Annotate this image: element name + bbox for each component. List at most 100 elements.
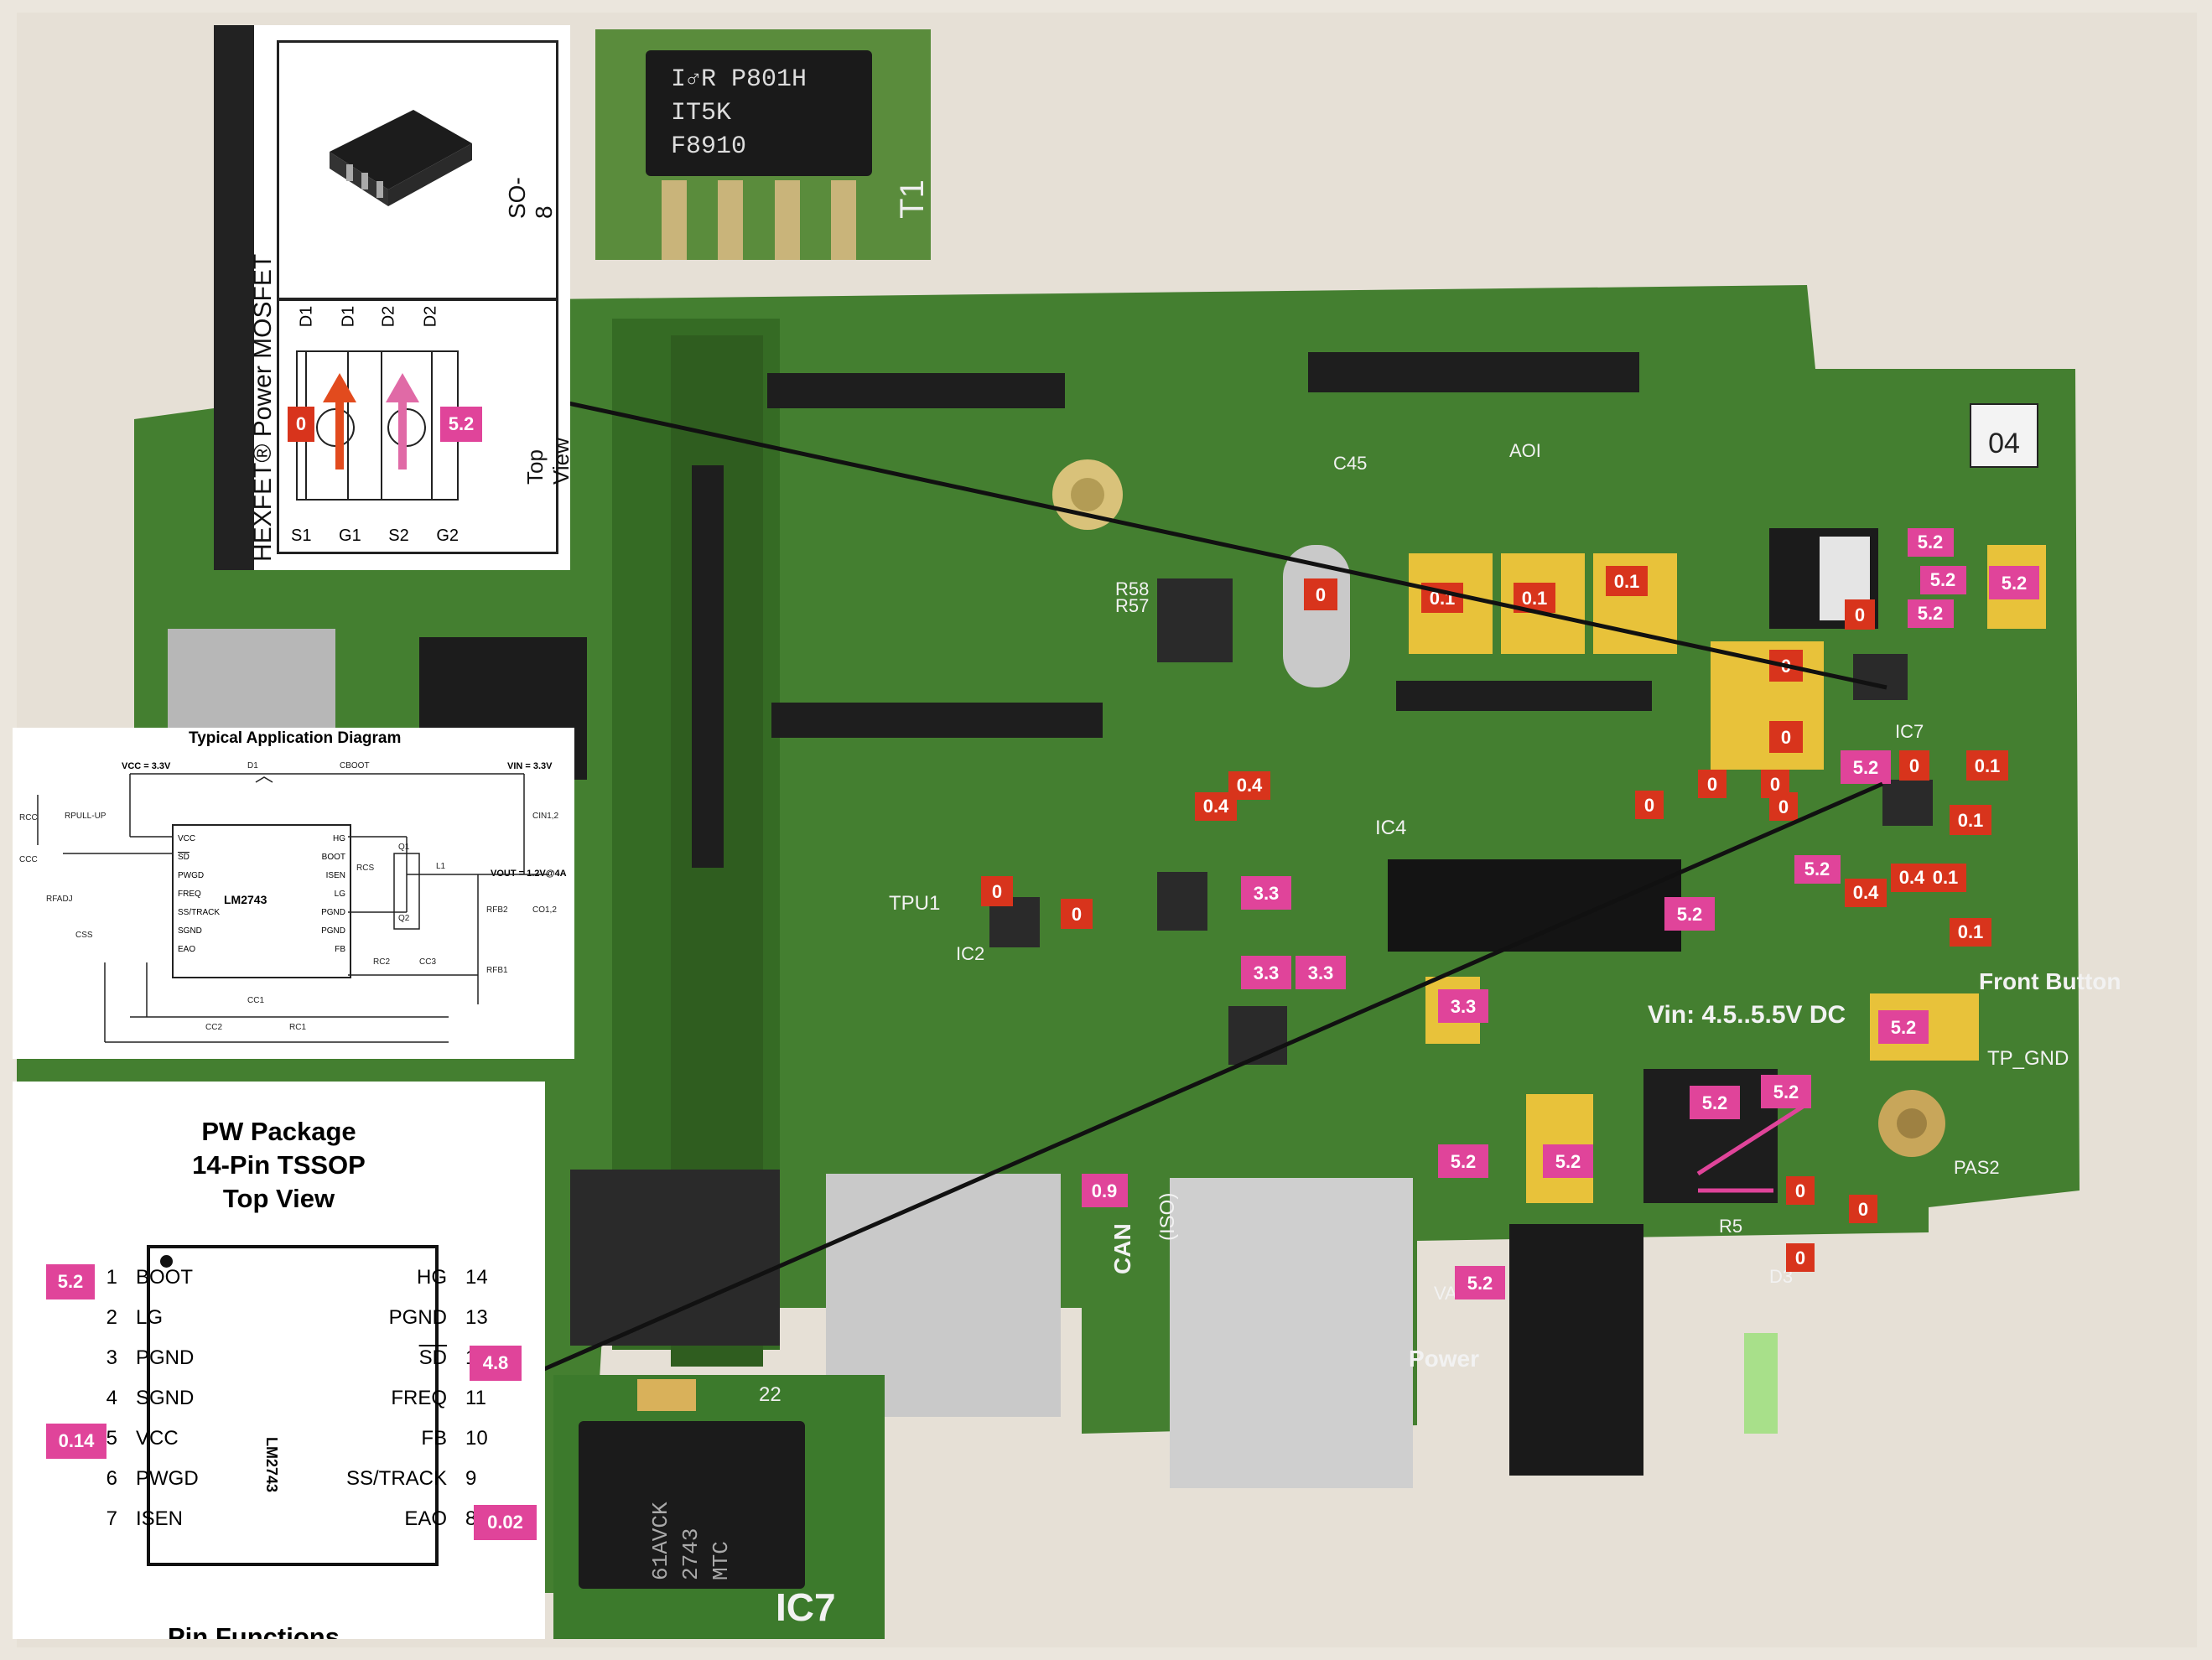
mosfet-schematic — [296, 350, 459, 501]
svg-text:5.2: 5.2 — [1918, 603, 1944, 624]
pin-num-5: 5 — [106, 1427, 117, 1450]
svg-text:0.4: 0.4 — [1899, 867, 1925, 888]
svg-text:3.3: 3.3 — [1308, 962, 1334, 983]
vout-label: VOUT = 1.2V@4A — [491, 869, 567, 879]
svg-text:TP_GND: TP_GND — [1987, 1047, 2069, 1070]
svg-text:C45: C45 — [1333, 453, 1367, 474]
pin-functions-heading: Pin Functions — [168, 1622, 340, 1639]
led-d3 — [1744, 1333, 1778, 1434]
so8-chip-icon — [330, 110, 472, 206]
svg-text:PAS2: PAS2 — [1954, 1157, 2000, 1178]
pin-num-4: 4 — [106, 1387, 117, 1409]
header-top-right — [1308, 352, 1639, 392]
badge-mosfet-left: 0 — [288, 407, 314, 442]
svg-text:RC1: RC1 — [289, 1023, 306, 1032]
svg-text:AOI: AOI — [1509, 440, 1541, 461]
pin-num-2: 2 — [106, 1306, 117, 1329]
svg-text:0.4: 0.4 — [1203, 796, 1229, 817]
svg-text:CAN: CAN — [1109, 1223, 1135, 1274]
svg-text:0.4: 0.4 — [1237, 775, 1263, 796]
svg-text:CC3: CC3 — [419, 957, 436, 967]
pin-label-d1a: D1 — [297, 305, 316, 328]
vin-supply-label: VIN = 3.3V — [507, 761, 553, 771]
svg-text:CSS: CSS — [75, 931, 93, 940]
app-pin-freq: FREQ — [178, 890, 201, 899]
mosfet-brand: HEXFET® Power MOSFET — [249, 253, 277, 562]
pin-name-pgnd2: PGND — [388, 1306, 447, 1329]
lm2743-block-label: LM2743 — [224, 893, 267, 906]
app-pin-boot: BOOT — [321, 853, 345, 862]
mosfet-photo-inset: I♂R P801H IT5K F8910 T1 — [595, 29, 931, 260]
svg-text:IC2: IC2 — [956, 943, 984, 964]
svg-text:0: 0 — [992, 881, 1002, 902]
app-pin-sgnd: SGND — [178, 926, 202, 936]
svg-text:0: 0 — [1795, 1180, 1805, 1201]
svg-text:0: 0 — [1316, 584, 1326, 605]
pinout-title-line3: Top View — [222, 1184, 335, 1213]
pin-name-sgnd: SGND — [136, 1387, 195, 1409]
badge-pin1: 5.2 — [46, 1264, 95, 1299]
svg-text:RCS: RCS — [356, 864, 374, 873]
power-jack — [1509, 1224, 1643, 1476]
svg-text:3.3: 3.3 — [1451, 996, 1477, 1017]
mosfet-datasheet-inset: HEXFET® Power MOSFET SO-8 Top View D1 D1… — [214, 25, 574, 570]
svg-text:5.2: 5.2 — [1677, 904, 1703, 925]
pin-name-sstrack: SS/TRACK — [345, 1467, 447, 1490]
so8-label: SO-8 — [504, 177, 557, 219]
pin-num-13: 13 — [465, 1306, 488, 1329]
ic7-marking-1: 61AVCK — [648, 1502, 673, 1580]
svg-text:RFB1: RFB1 — [486, 966, 508, 975]
svg-text:Q2: Q2 — [398, 914, 410, 923]
svg-text:5.2: 5.2 — [1918, 532, 1944, 552]
svg-text:IC4: IC4 — [1375, 817, 1406, 839]
svg-text:3.3: 3.3 — [1254, 883, 1280, 904]
pin-name-sd: SD — [418, 1346, 447, 1369]
svg-text:5.2: 5.2 — [2002, 573, 2028, 594]
badge-pin12: 4.8 — [470, 1346, 522, 1381]
svg-text:Power: Power — [1409, 1346, 1479, 1372]
ic7-photo-inset: 22 61AVCK 2743 MTC IC7 — [553, 1375, 885, 1639]
pin-num-3: 3 — [106, 1346, 117, 1369]
svg-text:IC7: IC7 — [1895, 721, 1924, 742]
svg-text:5.2: 5.2 — [1451, 1151, 1477, 1172]
svg-text:0: 0 — [1858, 1199, 1868, 1220]
svg-text:5.2: 5.2 — [1773, 1082, 1799, 1102]
app-pin-pwgd: PWGD — [178, 871, 205, 880]
pin-num-11: 11 — [465, 1387, 486, 1409]
pin-name-pgnd: PGND — [136, 1346, 195, 1369]
lm2743-block: LM2743 VCC SD PWGD FREQ SS/TRACK SGND EA… — [172, 824, 351, 978]
app-pin-pgnd2: PGND — [321, 926, 345, 936]
so8-package-box: SO-8 — [277, 40, 558, 301]
svg-text:0: 0 — [1855, 604, 1865, 625]
svg-text:0.1: 0.1 — [1975, 755, 2001, 776]
svg-text:CO1,2: CO1,2 — [532, 905, 557, 915]
svg-text:0: 0 — [1795, 1248, 1805, 1268]
svg-text:CIN1,2: CIN1,2 — [532, 812, 559, 821]
svg-text:CC2: CC2 — [205, 1023, 222, 1032]
badge-pin8: 0.02 — [474, 1505, 537, 1540]
svg-text:RFADJ: RFADJ — [46, 895, 73, 904]
svg-text:5.2: 5.2 — [1467, 1273, 1493, 1294]
pin-name-vcc: VCC — [136, 1427, 179, 1450]
svg-text:CCC: CCC — [19, 855, 38, 864]
chip-marking-line1: I♂R P801H — [671, 65, 807, 94]
svg-text:5.2: 5.2 — [1930, 569, 1956, 590]
svg-text:5.2: 5.2 — [1555, 1151, 1581, 1172]
ic7-cap-label: 22 — [759, 1383, 781, 1406]
svg-text:0.1: 0.1 — [1614, 571, 1640, 592]
svg-text:RPULL-UP: RPULL-UP — [65, 812, 106, 821]
app-pin-vcc: VCC — [178, 834, 196, 843]
badge-pin5: 0.14 — [46, 1424, 106, 1459]
pin-label-d2b: D2 — [421, 305, 440, 328]
svg-text:0.1: 0.1 — [1958, 921, 1984, 942]
svg-text:0: 0 — [1644, 795, 1654, 816]
pin-name-eao: EAO — [404, 1507, 447, 1530]
svg-text:0: 0 — [1770, 774, 1780, 795]
badge-mosfet-right: 5.2 — [440, 407, 482, 442]
lm2743-pinout-inset: PW Package 14-Pin TSSOP Top View LM2743 … — [13, 1082, 545, 1639]
pin-label-s2: S2 — [388, 527, 409, 545]
svg-text:0: 0 — [1909, 755, 1919, 776]
header-mid — [771, 703, 1103, 738]
pin-num-10: 10 — [465, 1427, 488, 1450]
